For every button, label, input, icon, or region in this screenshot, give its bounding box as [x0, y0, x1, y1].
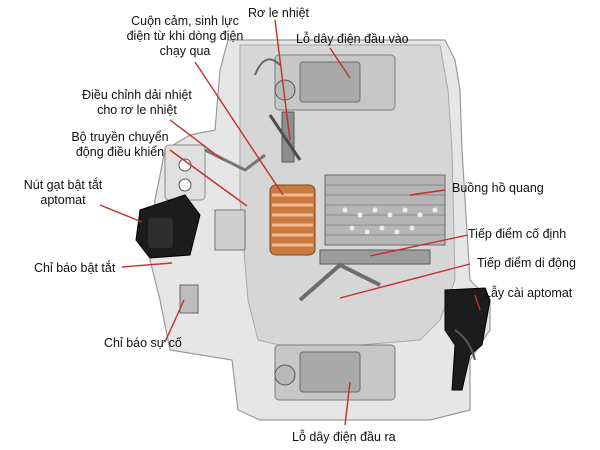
output-terminal-part	[274, 344, 396, 401]
label-output-terminal: Lỗ dây điện đầu ra	[292, 430, 396, 444]
leader-thermal-adjust	[169, 119, 224, 161]
leader-arc-chamber	[409, 189, 446, 196]
leader-fault-indicator	[164, 299, 185, 343]
input-terminal-part	[254, 54, 396, 111]
coil-part	[269, 184, 316, 256]
label-mount-clip: Lẫy cài aptomat	[484, 286, 573, 300]
label-moving-contact: Tiếp điểm di động	[477, 256, 576, 270]
label-thermal-relay: Rơ le nhiệt	[248, 6, 310, 20]
mount-clip-part	[444, 287, 491, 391]
toggle-handle-part	[135, 194, 201, 259]
leader-fixed-contact	[369, 234, 469, 257]
left-mechanism-part	[164, 144, 266, 251]
leader-on-off-indicator	[121, 262, 173, 268]
leader-mount-clip	[474, 294, 481, 311]
label-fault-indicator: Chỉ báo sự cố	[104, 336, 182, 350]
leader-coil	[194, 61, 284, 196]
leader-toggle	[99, 204, 143, 223]
fault-indicator-part	[179, 284, 199, 314]
leader-moving-contact	[339, 263, 471, 299]
arc-chamber-part	[324, 174, 446, 246]
label-on-off-indicator: Chỉ báo bật tắt	[34, 261, 116, 275]
leader-drive-mechanism	[169, 149, 248, 207]
leader-thermal-relay	[274, 19, 291, 141]
contacts-part	[298, 249, 431, 302]
leader-output-terminal	[344, 381, 351, 426]
leader-input-terminal	[329, 47, 351, 79]
label-arc-chamber: Buồng hồ quang	[452, 181, 544, 195]
label-input-terminal: Lỗ dây điện đầu vào	[296, 32, 409, 46]
label-fixed-contact: Tiếp điểm cố định	[468, 227, 567, 241]
thermal-relay-part	[268, 111, 302, 163]
